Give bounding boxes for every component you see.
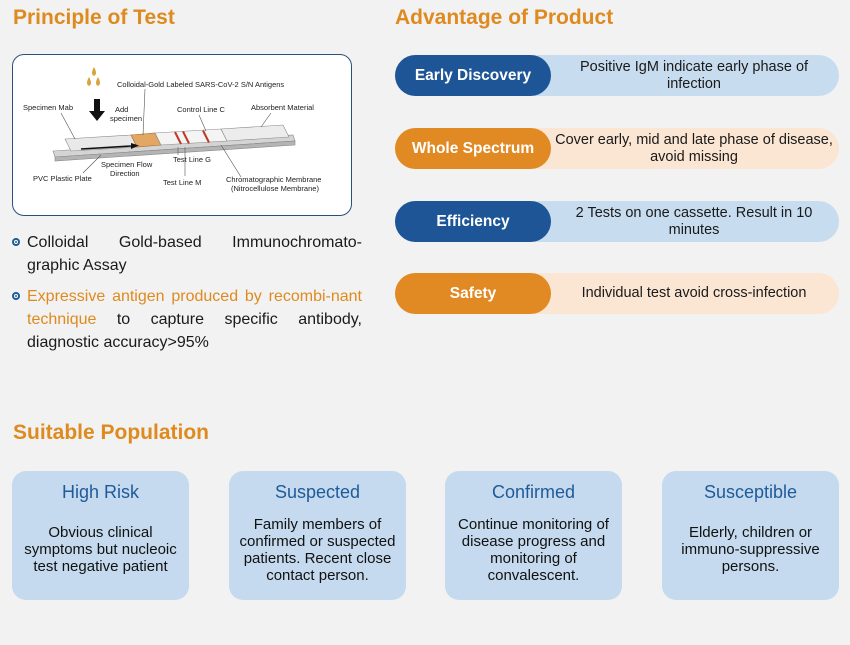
advantage-row: Early Discovery Positive IgM indicate ea… [395,55,839,96]
test-line-g-label: Test Line G [173,155,211,164]
droplet-icon [87,67,100,86]
card-title: Suspected [274,482,361,502]
advantage-label: Efficiency [395,201,551,242]
advantage-row: Efficiency 2 Tests on one cassette. Resu… [395,201,839,242]
bullet-text: Expressive antigen produced by recombi-n… [27,285,362,354]
flow-direction-label: Specimen Flow [101,160,153,169]
principle-title: Principle of Test [13,6,175,29]
card-title: Confirmed [491,482,576,502]
advantage-desc: Positive IgM indicate early phase of inf… [579,58,809,92]
add-specimen-arrow-icon [89,99,105,121]
card-title: High Risk [61,482,140,502]
bullet-rest-text: to capture specific antibody, diagnostic… [27,311,362,351]
population-title: Suitable Population [13,421,210,444]
bullet-icon [12,238,20,246]
specimen-mab-label: Specimen Mab [23,103,73,112]
flow-direction-label-2: Direction [110,169,140,178]
antigens-label: Colloidal-Gold Labeled SARS-CoV-2 S/N An… [117,80,284,89]
advantage-row: Safety Individual test avoid cross-infec… [395,273,839,314]
bullet-item: Colloidal Gold-based Immunochromato-grap… [12,231,362,277]
bullet-item: Expressive antigen produced by recombi-n… [12,285,362,354]
population-card: Susceptible Elderly, children or immuno-… [662,471,839,600]
highlight-text: Expressive antigen produced by recombi-n… [27,288,362,328]
test-strip-diagram: Colloidal-Gold Labeled SARS-CoV-2 S/N An… [12,54,352,216]
bullet-text: Colloidal Gold-based Immunochromato-grap… [27,234,362,274]
advantage-title: Advantage of Product [395,6,614,29]
population-card: High Risk Obvious clinical symptoms but … [12,471,189,600]
add-specimen-label-2: specimen [110,114,142,123]
absorbent-label: Absorbent Material [251,103,314,112]
population-card: Suspected Family members of confirmed or… [229,471,406,600]
add-specimen-label: Add [115,105,128,114]
test-line-m-label: Test Line M [163,178,201,187]
pvc-plate-label: PVC Plastic Plate [33,174,92,183]
card-desc: Continue monitoring of disease progress … [458,515,609,584]
advantage-desc: 2 Tests on one cassette. Result in 10 mi… [575,204,813,238]
advantage-label: Early Discovery [395,55,551,96]
membrane-label-2: (Nitrocellulose Membrane) [231,184,319,193]
control-line-label: Control Line C [177,105,226,114]
advantage-row: Whole Spectrum Cover early, mid and late… [395,128,839,169]
card-desc: Family members of confirmed or suspected… [239,515,396,584]
card-desc: Obvious clinical symptoms but nucleoic t… [24,524,177,575]
advantage-desc: Individual test avoid cross-infection [581,285,807,301]
advantage-label: Safety [395,273,551,314]
advantage-desc: Cover early, mid and late phase of disea… [555,131,833,165]
population-card: Confirmed Continue monitoring of disease… [445,471,622,600]
card-title: Susceptible [703,482,798,502]
membrane-label: Chromatographic Membrane [226,175,321,184]
bullet-icon [12,292,20,300]
card-desc: Elderly, children or immuno-suppressive … [681,524,820,575]
advantage-label: Whole Spectrum [395,128,551,169]
